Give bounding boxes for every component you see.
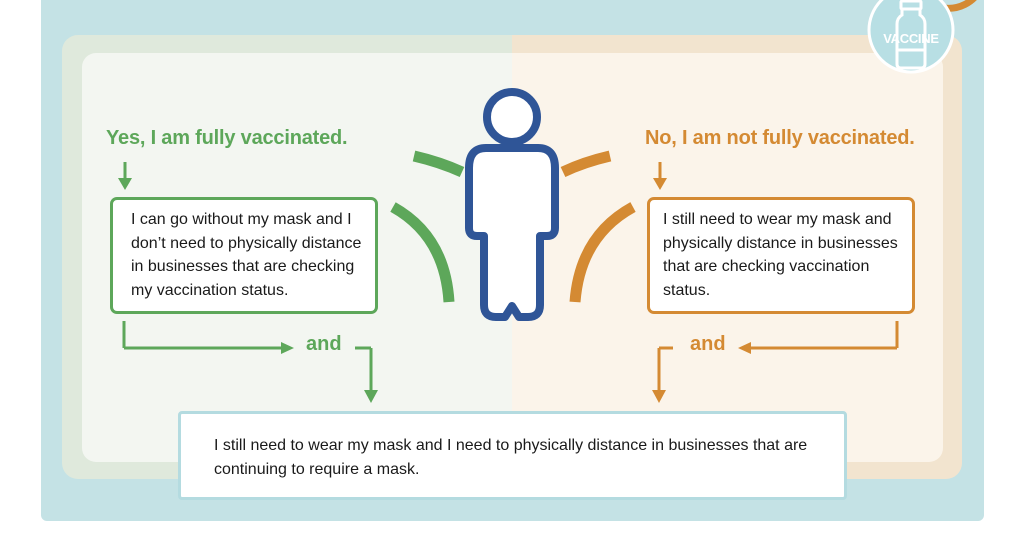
vaccine-vial-icon xyxy=(895,0,927,70)
shared-requirement-text: I still need to wear my mask and I need … xyxy=(214,437,808,478)
arrow-down-icon xyxy=(118,178,132,190)
arrow-right-icon xyxy=(281,342,294,354)
shared-requirement-box: I still need to wear my mask and I need … xyxy=(178,411,847,500)
vaccinated-box-text: I can go without my mask and I don’t nee… xyxy=(131,211,362,299)
left-arrowheads xyxy=(118,178,378,403)
arrow-down-icon xyxy=(364,390,378,403)
left-arc-lower-icon xyxy=(390,202,455,303)
vaccine-badge-label: VACCINE xyxy=(883,31,939,46)
vaccinated-heading: Yes, I am fully vaccinated. xyxy=(106,127,348,149)
person-icon xyxy=(465,88,559,321)
right-arrowheads xyxy=(652,178,751,403)
left-arc-upper-icon xyxy=(412,150,465,178)
left-and-label: and xyxy=(306,333,342,355)
right-and-label: and xyxy=(690,333,726,355)
arrow-down-icon xyxy=(653,178,667,190)
left-arrows xyxy=(122,162,373,392)
right-arc-lower-icon xyxy=(569,202,636,303)
vaccine-badge xyxy=(867,0,955,74)
right-arrows xyxy=(657,162,899,392)
arrow-left-icon xyxy=(738,342,751,354)
vaccinated-box: I can go without my mask and I don’t nee… xyxy=(110,197,378,314)
arrow-down-icon xyxy=(652,390,666,403)
not-vaccinated-box: I still need to wear my mask and physica… xyxy=(647,197,915,314)
right-arc-upper-icon xyxy=(560,150,612,177)
not-vaccinated-box-text: I still need to wear my mask and physica… xyxy=(663,211,898,299)
not-vaccinated-heading: No, I am not fully vaccinated. xyxy=(645,127,915,149)
